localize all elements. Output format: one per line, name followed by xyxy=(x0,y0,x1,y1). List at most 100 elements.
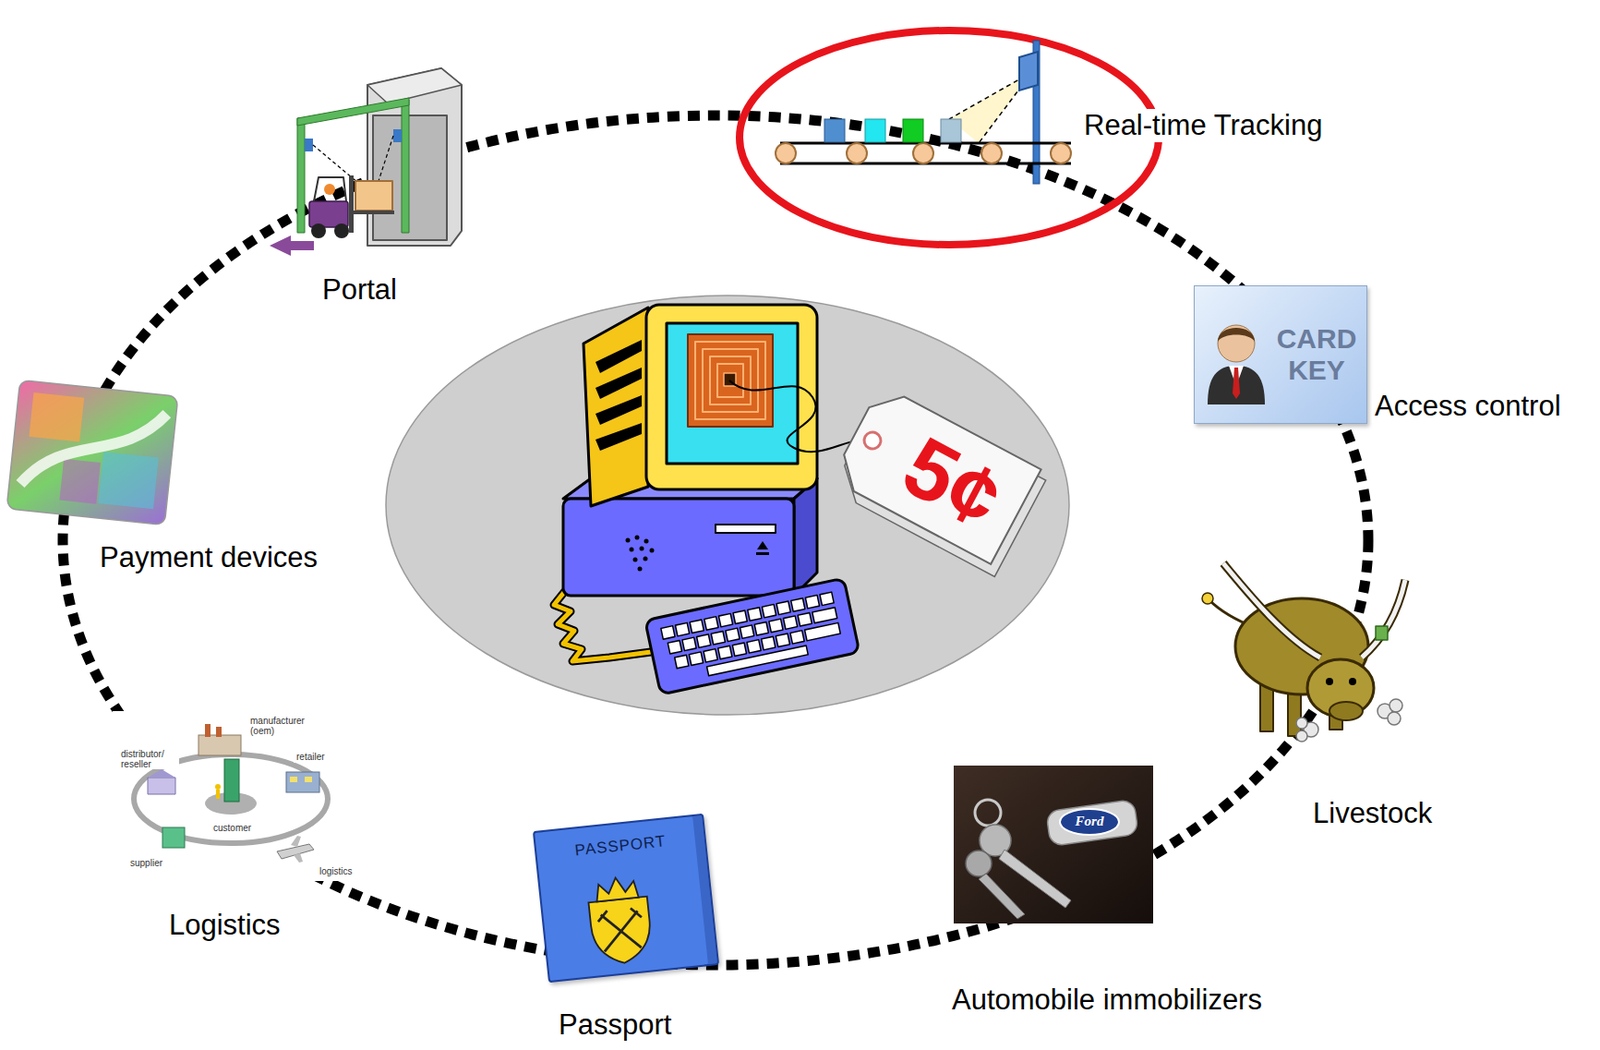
logistics-icon xyxy=(289,776,298,782)
bull-icon xyxy=(1223,563,1321,658)
portal-icon xyxy=(353,210,395,215)
computer-icon xyxy=(697,634,711,648)
car-keys-photo xyxy=(965,850,992,877)
computer-icon xyxy=(644,539,650,544)
computer-icon xyxy=(646,304,818,490)
computer-icon xyxy=(769,618,783,632)
portal-icon xyxy=(393,129,402,143)
computer-icon xyxy=(583,307,649,506)
computer-icon xyxy=(674,654,689,668)
card-key: CARD KEY xyxy=(1193,285,1368,424)
application-label: Passport xyxy=(555,1008,674,1042)
computer-icon xyxy=(635,535,640,541)
computer-icon xyxy=(639,546,645,552)
computer-icon xyxy=(797,613,812,626)
computer-icon xyxy=(595,395,642,425)
shield-emblem xyxy=(597,910,609,922)
person-icon xyxy=(1207,365,1265,405)
portal-icon xyxy=(334,223,349,239)
computer-icon xyxy=(761,603,776,617)
computer-icon xyxy=(793,478,818,596)
computer-icon xyxy=(661,625,675,639)
computer-icon xyxy=(718,613,733,626)
portal-icon xyxy=(348,175,354,233)
car-keys-photo xyxy=(953,765,1154,924)
conveyor-icon xyxy=(1019,51,1038,91)
computer-icon xyxy=(629,547,635,553)
computer-icon xyxy=(740,625,755,638)
person-icon xyxy=(1203,312,1269,405)
computer-icon xyxy=(661,591,844,684)
bull-icon xyxy=(1361,579,1406,658)
passport-text: PASSPORT xyxy=(536,828,706,865)
portal-icon xyxy=(367,68,462,104)
computer-icon xyxy=(718,645,733,659)
portal-icon xyxy=(372,115,447,241)
portal-icon xyxy=(297,97,410,126)
portal-icon xyxy=(367,68,462,246)
portal-icon xyxy=(311,223,326,239)
portal-icon xyxy=(297,118,305,233)
payment-card-icon xyxy=(6,379,179,525)
logistics-icon xyxy=(290,835,301,847)
computer-icon xyxy=(553,590,651,662)
computer-icon xyxy=(563,498,794,596)
computer-icon xyxy=(757,541,769,550)
computer-icon xyxy=(776,601,791,614)
computer-icon xyxy=(746,639,761,653)
application-label: Logistics xyxy=(166,908,284,942)
conveyor-icon xyxy=(775,143,1071,164)
logistics-icon xyxy=(198,734,241,756)
portal-icon xyxy=(269,235,314,256)
computer-icon xyxy=(682,637,697,650)
computer-icon xyxy=(710,631,725,645)
application-label: Real-time Tracking xyxy=(1081,108,1325,143)
computer-icon xyxy=(756,552,770,555)
car-keys-photo xyxy=(1046,799,1139,847)
shield-emblem xyxy=(630,906,642,918)
portal-icon xyxy=(324,183,336,195)
computer-icon xyxy=(715,524,776,533)
logistics-icon xyxy=(147,777,176,794)
portal-icon xyxy=(401,99,410,233)
computer-icon xyxy=(805,622,842,640)
payment-card-icon xyxy=(6,379,179,525)
shield-emblem xyxy=(572,867,667,969)
mini-label: manufacturer (oem) xyxy=(247,715,320,736)
person-icon xyxy=(1217,324,1255,362)
person-icon xyxy=(1232,367,1240,399)
person-icon xyxy=(1217,327,1255,342)
mini-label: logistics xyxy=(316,866,356,878)
logistics-icon xyxy=(224,758,240,802)
logistics-icon xyxy=(162,827,185,848)
bull-icon xyxy=(1348,677,1357,686)
computer-icon xyxy=(595,339,642,373)
shield-emblem xyxy=(588,896,654,966)
conveyor-icon xyxy=(775,40,1071,184)
conveyor-icon xyxy=(981,143,1002,164)
portal-icon xyxy=(313,177,347,202)
computer-icon xyxy=(674,622,689,636)
center-ellipse xyxy=(385,295,1070,715)
logistics-icon xyxy=(204,723,211,737)
portal-icon xyxy=(304,138,313,152)
conveyor-icon xyxy=(846,143,867,164)
logistics-icon xyxy=(147,769,176,778)
computer-icon xyxy=(812,607,838,624)
computer-icon xyxy=(775,633,790,647)
tag-hole xyxy=(861,429,884,452)
computer-icon xyxy=(625,538,631,543)
computer-icon xyxy=(595,367,642,399)
mini-label: retailer xyxy=(293,751,328,763)
computer-icon xyxy=(707,645,809,676)
bull-icon xyxy=(1202,563,1406,742)
car-keys-photo xyxy=(1059,808,1119,835)
computer-icon xyxy=(633,557,638,563)
application-label: Access control xyxy=(1371,389,1564,423)
computer-icon xyxy=(595,422,642,451)
computer-icon xyxy=(791,598,806,612)
portal-icon xyxy=(309,201,349,228)
payment-card-icon xyxy=(59,458,100,505)
bull-icon xyxy=(1361,579,1406,658)
